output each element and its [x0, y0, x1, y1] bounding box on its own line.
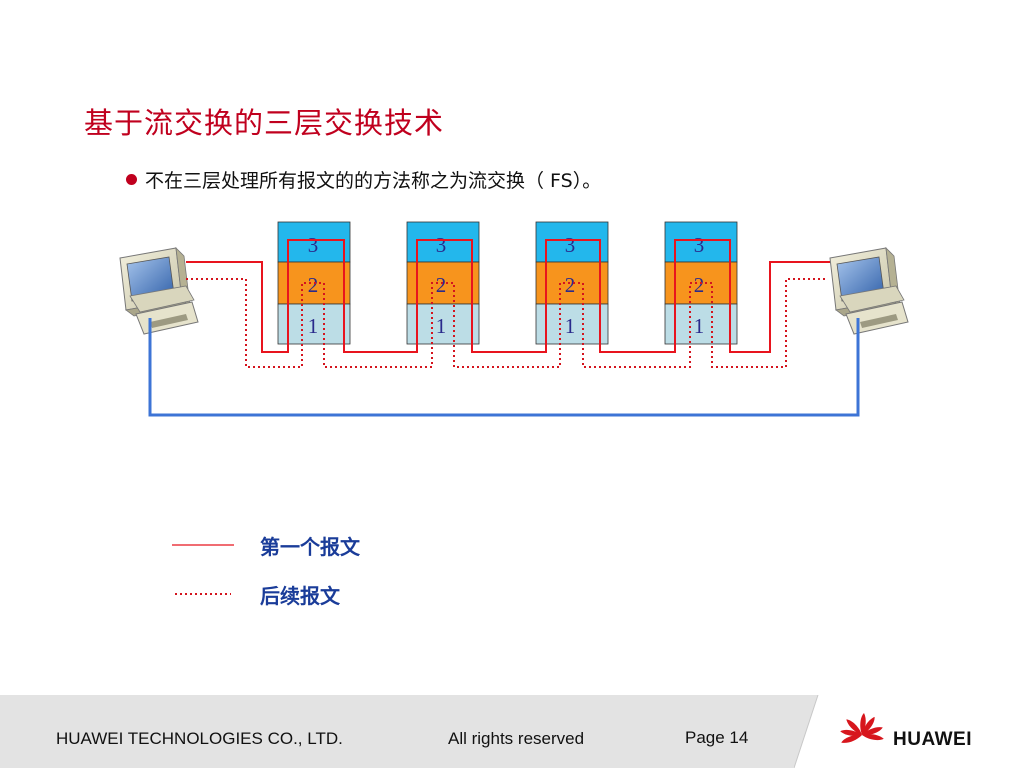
- layer1-block: [664, 303, 738, 345]
- switch-stack: 3 2 1: [277, 221, 351, 345]
- layer1-block: [277, 303, 351, 345]
- layer2-label: 2: [694, 273, 705, 297]
- layer2-label: 2: [308, 273, 319, 297]
- layer1-label: 1: [565, 314, 576, 338]
- layer3-label: 3: [308, 233, 319, 257]
- footer-rights: All rights reserved: [448, 729, 585, 748]
- footer-logo-panel: [794, 695, 1024, 768]
- layer1-label: 1: [436, 314, 447, 338]
- layer1-block: [535, 303, 609, 345]
- layer2-label: 2: [436, 273, 447, 297]
- bullet-dot-icon: [126, 174, 137, 185]
- layer1-label: 1: [694, 314, 705, 338]
- layer3-label: 3: [694, 233, 705, 257]
- flow-switching-diagram: 3 2 1 3 2 1 3 2 1 3 2 1: [119, 221, 909, 595]
- layer3-label: 3: [565, 233, 576, 257]
- legend-subsequent-packets-label: 后续报文: [260, 584, 340, 608]
- bullet-text: 不在三层处理所有报文的的方法称之为流交换（ FS）。: [145, 170, 602, 192]
- host-link-line: [148, 318, 860, 417]
- huawei-logo-icon: [840, 713, 884, 743]
- footer-company: HUAWEI TECHNOLOGIES CO., LTD.: [56, 729, 343, 748]
- right-computer-icon: [829, 246, 909, 335]
- footer-logo-wordmark: HUAWEI: [893, 729, 972, 750]
- layer3-block: [406, 221, 480, 263]
- layer3-label: 3: [436, 233, 447, 257]
- page-title: 基于流交换的三层交换技术: [84, 106, 445, 140]
- left-computer-icon: [119, 246, 199, 335]
- bullet-item: 不在三层处理所有报文的的方法称之为流交换（ FS）。: [126, 166, 601, 193]
- layer1-label: 1: [308, 314, 319, 338]
- footer-page-number: Page 14: [685, 728, 749, 747]
- subsequent-packets-path: [186, 278, 828, 368]
- switch-stack: 3 2 1: [664, 221, 738, 345]
- layer2-label: 2: [565, 273, 576, 297]
- first-packet-path: [186, 239, 830, 353]
- layer3-block: [664, 221, 738, 263]
- switch-stack: 3 2 1: [535, 221, 609, 345]
- legend-first-packet-label: 第一个报文: [260, 535, 360, 559]
- layer1-block: [406, 303, 480, 345]
- layer3-block: [535, 221, 609, 263]
